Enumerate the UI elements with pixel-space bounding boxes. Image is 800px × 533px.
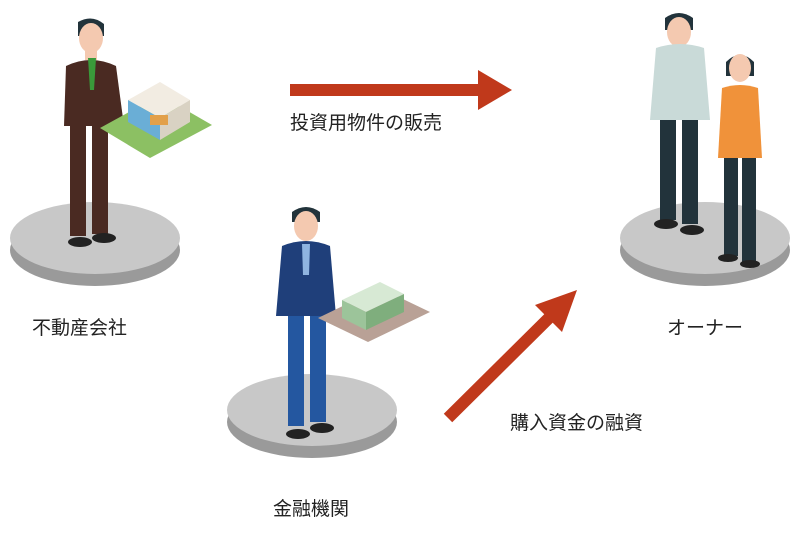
- loan-flow-label: 購入資金の融資: [510, 412, 644, 434]
- real-estate-company-label: 不動産会社: [32, 317, 128, 339]
- platform-owner: [620, 202, 790, 286]
- cash-bundle-icon: [318, 282, 430, 342]
- financial-institution-label: 金融機関: [273, 498, 350, 520]
- house-model-icon: [100, 82, 212, 158]
- owner-woman-figure: [718, 54, 762, 268]
- real-estate-agent-figure: [64, 18, 124, 247]
- owner-label: オーナー: [667, 317, 744, 339]
- sale-flow-label: 投資用物件の販売: [290, 112, 443, 134]
- owner-man-figure: [650, 13, 710, 235]
- loan-arrow: [443, 290, 577, 423]
- sale-arrow: [290, 70, 512, 110]
- banker-figure: [276, 207, 336, 439]
